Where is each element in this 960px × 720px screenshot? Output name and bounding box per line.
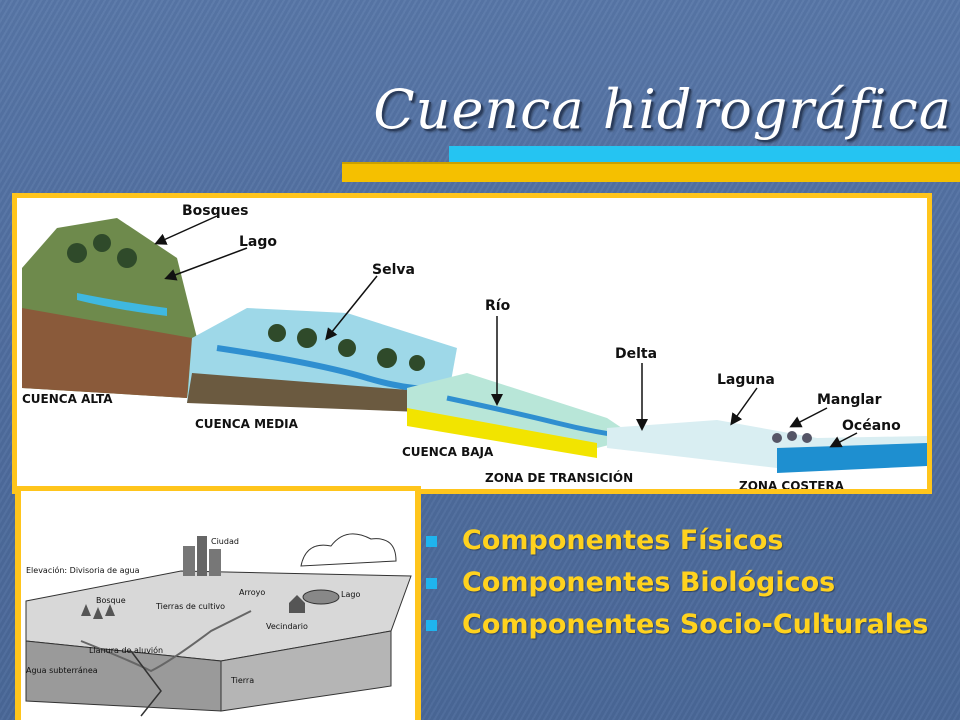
- ocean-water: [777, 443, 927, 473]
- label-agua-subterranea: Agua subterránea: [26, 666, 98, 675]
- label-manglar: Manglar: [817, 392, 882, 408]
- label-lago-small: Lago: [341, 590, 360, 599]
- stream-lines: [80, 610, 252, 673]
- bullet-text: Componentes Biológicos: [462, 567, 836, 598]
- label-zona-transicion: ZONA DE TRANSICIÓN: [485, 470, 633, 485]
- city-building-2: [197, 536, 207, 576]
- middle-basin-soil: [187, 373, 447, 413]
- bullet-item: Componentes Físicos: [426, 526, 946, 556]
- label-cuenca-alta: CUENCA ALTA: [22, 392, 113, 406]
- arrow-manglar: [789, 407, 828, 428]
- watershed-small-illustration: Ciudad Elevación: Divisoria de agua Bosq…: [25, 533, 412, 717]
- watershed-small-diagram: Ciudad Elevación: Divisoria de agua Bosq…: [21, 491, 415, 720]
- bullet-text: Componentes Físicos: [462, 525, 784, 556]
- house-icon: [289, 595, 305, 613]
- title-accent-bar-blue: [449, 146, 960, 162]
- label-arroyo: Arroyo: [239, 588, 265, 597]
- title-accent-bar-gold: [342, 162, 960, 182]
- label-bosques: Bosques: [182, 203, 248, 219]
- forest-trees: [67, 234, 425, 371]
- label-delta: Delta: [615, 346, 657, 362]
- components-list: Componentes Físicos Componentes Biológic…: [426, 526, 946, 652]
- label-ciudad: Ciudad: [211, 537, 239, 546]
- bullet-square-icon: [426, 620, 437, 631]
- slide-title: Cuenca hidrográfica: [373, 78, 952, 141]
- arrow-selva: [325, 275, 378, 341]
- label-elevacion: Elevación: Divisoria de agua: [26, 565, 140, 575]
- bullet-item: Componentes Biológicos: [426, 568, 946, 598]
- arrow-lago: [164, 247, 248, 281]
- bullet-square-icon: [426, 578, 437, 589]
- watershed-diagram: Bosques Lago Selva Río Delta Laguna Mang…: [17, 198, 927, 489]
- label-vecindario: Vecindario: [266, 622, 308, 631]
- bullet-item: Componentes Socio-Culturales: [426, 610, 946, 640]
- lower-basin-soil: [407, 408, 597, 458]
- upper-basin-soil: [22, 308, 192, 398]
- arrow-oceano: [829, 432, 858, 448]
- label-llanura: Llanura de aluvión: [89, 645, 163, 655]
- watershed-small-diagram-frame: Ciudad Elevación: Divisoria de agua Bosq…: [15, 486, 421, 720]
- watershed-diagram-frame: Bosques Lago Selva Río Delta Laguna Mang…: [12, 193, 932, 494]
- small-forest: [81, 604, 115, 619]
- lake-water: [77, 293, 167, 316]
- mangrove-rocks: [772, 431, 812, 443]
- label-cuenca-baja: CUENCA BAJA: [402, 445, 494, 459]
- label-bosque: Bosque: [96, 596, 126, 605]
- label-rio: Río: [485, 298, 511, 314]
- label-laguna: Laguna: [717, 372, 775, 388]
- label-cuenca-media: CUENCA MEDIA: [195, 417, 299, 431]
- label-tierras: Tierras de cultivo: [155, 602, 225, 611]
- city-building-3: [209, 549, 221, 576]
- cloud: [300, 533, 397, 567]
- label-oceano: Océano: [842, 418, 901, 434]
- arrow-bosques: [154, 215, 218, 245]
- city-building-1: [183, 546, 195, 576]
- small-lake: [302, 589, 340, 605]
- label-lago: Lago: [239, 234, 277, 250]
- bullet-square-icon: [426, 536, 437, 547]
- groundwater-roots: [130, 650, 162, 717]
- label-selva: Selva: [372, 262, 415, 278]
- arrow-laguna: [730, 387, 758, 426]
- bullet-text: Componentes Socio-Culturales: [462, 609, 929, 640]
- label-zona-costera: ZONA COSTERA: [739, 479, 845, 489]
- watershed-illustration: Bosques Lago Selva Río Delta Laguna Mang…: [22, 203, 927, 489]
- terrain-side-right: [220, 630, 392, 712]
- label-tierra: Tierra: [230, 676, 254, 685]
